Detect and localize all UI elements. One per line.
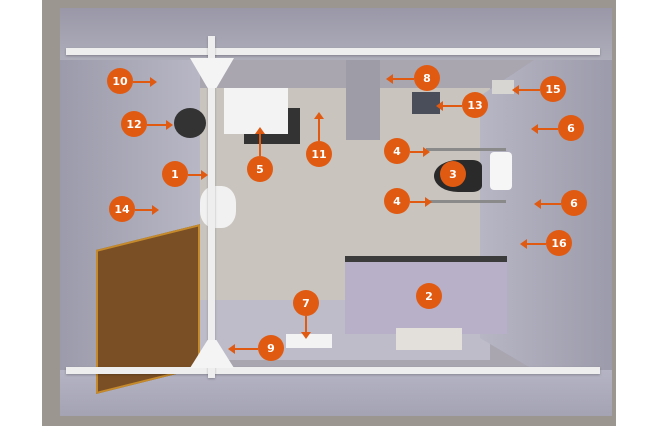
arrow-4-lower <box>410 197 432 207</box>
washbasin <box>224 88 288 134</box>
callout-6-upper: 6 <box>558 115 584 141</box>
hoist-rail-top <box>66 48 600 55</box>
grab-rail-upper <box>426 148 506 151</box>
callout-15: 15 <box>540 76 566 102</box>
arrow-11 <box>314 112 324 141</box>
arrow-15 <box>512 85 540 95</box>
step <box>286 334 332 348</box>
hoist-rail-bottom <box>66 367 600 374</box>
arrow-6-lower <box>534 199 561 209</box>
arrow-13 <box>436 101 462 111</box>
callout-5: 5 <box>247 156 273 182</box>
sensor-box <box>492 80 514 94</box>
towel-dispenser <box>412 92 440 114</box>
toilet-cistern <box>490 152 512 190</box>
arrow-14 <box>135 205 159 215</box>
arrow-16 <box>520 239 546 249</box>
callout-16: 16 <box>546 230 572 256</box>
callout-14: 14 <box>109 196 135 222</box>
privacy-screen <box>346 60 380 140</box>
callout-10: 10 <box>107 68 133 94</box>
hoist-unit <box>200 186 236 228</box>
callout-2: 2 <box>416 283 442 309</box>
callout-9: 9 <box>258 335 284 361</box>
arrow-6-upper <box>531 124 558 134</box>
changing-bench-stand <box>396 328 462 350</box>
callout-6-lower: 6 <box>561 190 587 216</box>
waste-bin <box>174 108 206 138</box>
callout-3: 3 <box>440 161 466 187</box>
callout-12: 12 <box>121 111 147 137</box>
arrow-5 <box>255 127 265 156</box>
arrow-1 <box>188 170 208 180</box>
arrow-7 <box>301 316 311 339</box>
callout-8: 8 <box>414 65 440 91</box>
callout-4-lower: 4 <box>384 188 410 214</box>
callout-13: 13 <box>462 92 488 118</box>
callout-1: 1 <box>162 161 188 187</box>
grab-rail-lower <box>426 200 506 203</box>
arrow-8 <box>386 74 414 84</box>
callout-4-upper: 4 <box>384 138 410 164</box>
callout-11: 11 <box>306 141 332 167</box>
arrow-12 <box>147 120 173 130</box>
callout-7: 7 <box>293 290 319 316</box>
arrow-9 <box>228 344 258 354</box>
arrow-10 <box>133 77 157 87</box>
hoist-rail-vertical <box>208 36 215 378</box>
arrow-4-upper <box>410 147 430 157</box>
